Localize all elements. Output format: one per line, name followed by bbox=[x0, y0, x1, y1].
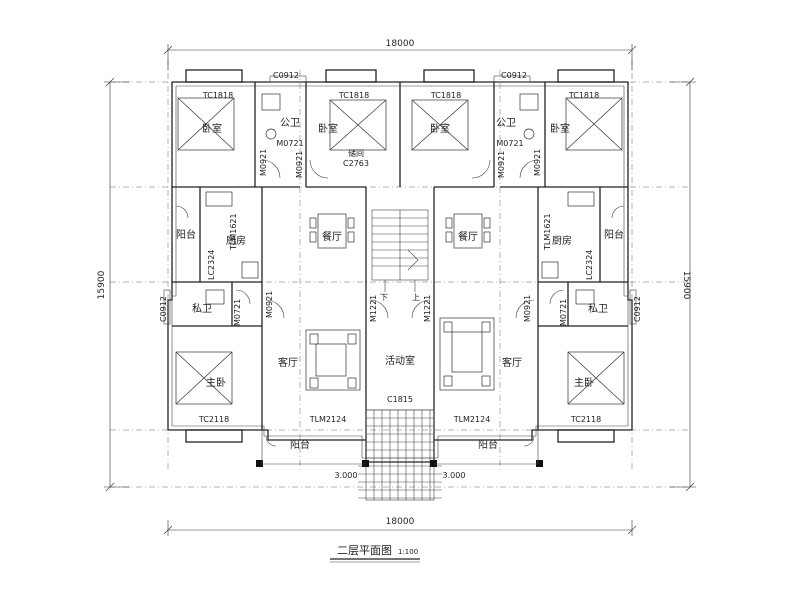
drawing-scale: 1:100 bbox=[398, 548, 418, 556]
room-dining-right: 餐厅 bbox=[458, 230, 478, 243]
label-tc1818-3: TC1818 bbox=[430, 91, 461, 100]
label-c0912-right: C0912 bbox=[633, 296, 642, 322]
dimension-left-label: 15900 bbox=[97, 270, 107, 299]
dining-table-left bbox=[309, 213, 355, 249]
room-storage: 储间 bbox=[348, 148, 364, 158]
label-tc1818-1: TC1818 bbox=[202, 91, 233, 100]
front-steps bbox=[358, 409, 442, 501]
room-balcony-bottom-right: 阳台 bbox=[478, 438, 498, 451]
label-m0721-lower-right: M0721 bbox=[559, 299, 568, 326]
room-dining-left: 餐厅 bbox=[322, 230, 342, 243]
stair-down-label: 下 bbox=[380, 293, 388, 302]
room-living-right: 客厅 bbox=[502, 356, 522, 369]
label-m0921-f: M0921 bbox=[523, 295, 532, 322]
dimension-bottom-label: 18000 bbox=[386, 517, 415, 527]
room-public-bath-left: 公卫 bbox=[280, 118, 300, 129]
dimension-left: 15900 bbox=[97, 77, 130, 492]
label-m1221-left: M1221 bbox=[369, 295, 378, 322]
room-balcony-right-side: 阳台 bbox=[604, 228, 624, 241]
room-private-bath-right: 私卫 bbox=[588, 303, 608, 315]
dimension-bottom: 18000 bbox=[163, 517, 637, 536]
room-master-left: 主卧 bbox=[206, 376, 226, 389]
sofa-right bbox=[439, 317, 495, 391]
label-tlm2124-left: TLM2124 bbox=[309, 415, 347, 424]
room-balcony-bottom-left: 阳台 bbox=[290, 438, 310, 451]
label-tlm1621-left: TLM1621 bbox=[229, 213, 238, 251]
dining-table-right bbox=[445, 213, 491, 249]
label-tlm1621-right: TLM1621 bbox=[543, 213, 552, 251]
label-m0721-lower-left: M0721 bbox=[233, 299, 242, 326]
label-tlm2124-right: TLM2124 bbox=[453, 415, 491, 424]
room-kitchen-left: 厨房 bbox=[226, 234, 246, 247]
label-lc2324-left: LC2324 bbox=[207, 250, 216, 280]
dimension-step-right: 3.000 bbox=[443, 471, 466, 480]
dimension-step-left: 3.000 bbox=[335, 471, 358, 480]
label-tc2118-right: TC2118 bbox=[570, 415, 601, 424]
staircase: 下 上 bbox=[371, 209, 429, 302]
label-c0912-left: C0912 bbox=[159, 296, 168, 322]
bed-top-center-left bbox=[329, 99, 387, 151]
label-tc1818-4: TC1818 bbox=[568, 91, 599, 100]
label-c2763: C2763 bbox=[343, 159, 369, 168]
bed-top-right bbox=[565, 97, 623, 151]
label-m0921-b: M0921 bbox=[295, 151, 304, 178]
sofa-left bbox=[305, 329, 361, 391]
dimension-top: 18000 bbox=[163, 39, 637, 70]
room-balcony-left-side: 阳台 bbox=[176, 228, 196, 241]
label-m0921-d: M0921 bbox=[533, 149, 542, 176]
window-door-labels: C0912 C0912 TC1818 TC1818 TC1818 TC1818 … bbox=[159, 71, 642, 424]
label-lc2324-right: LC2324 bbox=[585, 250, 594, 280]
room-master-right: 主卧 bbox=[574, 376, 594, 389]
room-activity: 活动室 bbox=[385, 354, 415, 367]
room-kitchen-right: 厨房 bbox=[552, 234, 572, 247]
room-bedroom-2: 卧室 bbox=[318, 122, 338, 135]
label-m0921-c: M0921 bbox=[497, 151, 506, 178]
drawing-title: 二层平面图 bbox=[337, 544, 392, 557]
bed-top-center-right bbox=[411, 99, 469, 151]
balcony-railings bbox=[261, 430, 539, 465]
label-m0721-left: M0721 bbox=[276, 139, 303, 148]
stair-up-label: 上 bbox=[412, 293, 420, 302]
interior-walls bbox=[172, 82, 628, 440]
bed-master-right bbox=[567, 351, 625, 405]
room-bedroom-4: 卧室 bbox=[550, 122, 570, 135]
room-public-bath-right: 公卫 bbox=[496, 118, 516, 129]
door-swings bbox=[175, 159, 625, 447]
room-private-bath-left: 私卫 bbox=[192, 303, 212, 315]
room-bedroom-3: 卧室 bbox=[430, 122, 450, 135]
bed-top-left bbox=[177, 97, 235, 151]
label-c0912-top-left: C0912 bbox=[273, 71, 299, 80]
label-m0721-right: M0721 bbox=[496, 139, 523, 148]
step-dimensions: 3.000 3.000 bbox=[335, 471, 466, 480]
room-labels: 卧室 卧室 卧室 卧室 公卫 公卫 储间 餐厅 餐厅 厨房 厨房 阳台 阳台 私… bbox=[176, 118, 624, 451]
label-m0921-e: M0921 bbox=[265, 291, 274, 318]
room-bedroom-1: 卧室 bbox=[202, 122, 222, 135]
dimension-right: 15900 bbox=[670, 77, 696, 492]
dimension-top-label: 18000 bbox=[386, 39, 415, 49]
label-c0912-top-right: C0912 bbox=[501, 71, 527, 80]
label-m1221-right: M1221 bbox=[423, 295, 432, 322]
label-tc1818-2: TC1818 bbox=[338, 91, 369, 100]
room-living-left: 客厅 bbox=[278, 356, 298, 369]
columns bbox=[256, 460, 543, 467]
label-c1815: C1815 bbox=[387, 395, 413, 404]
dimension-right-label: 15900 bbox=[681, 271, 691, 300]
bath-fixtures bbox=[205, 93, 595, 305]
drawing-title-block: 二层平面图 1:100 bbox=[330, 544, 420, 563]
bed-master-left bbox=[175, 351, 233, 405]
label-m0921-a: M0921 bbox=[259, 149, 268, 176]
label-tc2118-left: TC2118 bbox=[198, 415, 229, 424]
